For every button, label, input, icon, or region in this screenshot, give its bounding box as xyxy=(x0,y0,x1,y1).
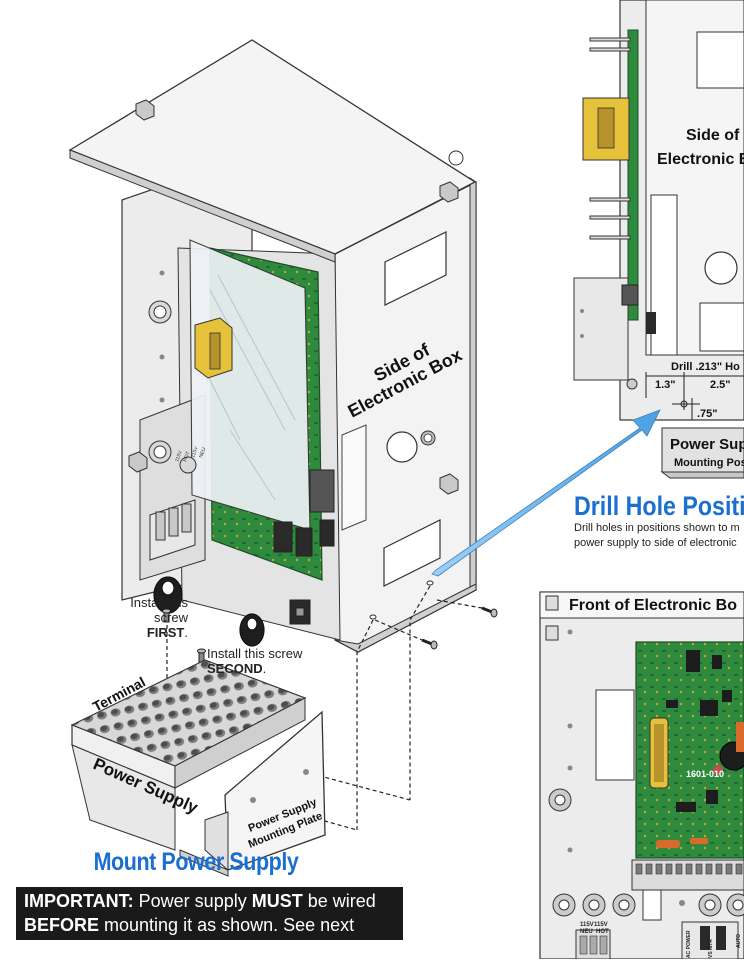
callout-arrow xyxy=(431,409,661,577)
front-label-neu: NEU xyxy=(580,929,593,935)
note-install-first: Install this screw FIRST. xyxy=(110,595,188,640)
front-label-115v-2: 115V xyxy=(594,922,608,928)
drill-hole-text: Drill .213" Ho xyxy=(671,361,740,373)
front-label-auto: AUTO xyxy=(736,934,742,948)
note-second-line1: Install this screw xyxy=(207,646,303,661)
detail-side-label-1: Side of xyxy=(686,127,740,144)
dim-1: 1.3" xyxy=(655,379,676,391)
drill-desc-line2: power supply to side of electronic xyxy=(574,537,737,549)
power-supply: Terminal Power Supply xyxy=(70,659,307,851)
important-label: IMPORTANT: xyxy=(24,891,134,911)
note-second-line2: SECOND. xyxy=(207,661,267,676)
dim-3: .75" xyxy=(697,408,718,420)
front-label-ac-power: AC POWER xyxy=(686,930,692,958)
note-install-second: Install this screw SECOND. xyxy=(207,646,327,676)
detail-ps-label-1: Power Sup xyxy=(670,436,744,453)
front-label-115v-1: 115V xyxy=(580,922,594,928)
switch-label-hot: HOT xyxy=(182,451,191,463)
drill-desc-line1: Drill holes in positions shown to m xyxy=(574,522,740,534)
front-box-title: Front of Electronic Bo xyxy=(569,597,737,614)
note-first-line1: Install this xyxy=(130,595,188,610)
front-box-view: 1601-010 115V xyxy=(539,591,744,959)
switch-label-115v-b: 115V xyxy=(190,445,200,458)
board-label: 1601-010 xyxy=(686,769,724,779)
electronic-box-assembly: 115V HOT 115V NEU Side of Electronic Box xyxy=(68,39,477,653)
mount-power-supply-title: Mount Power Supply xyxy=(93,848,299,876)
detail-ps-label-2: Mounting Pos xyxy=(674,457,744,469)
switch-label-neu: NEU xyxy=(198,446,207,458)
front-label-vs-mtr: VS MTR xyxy=(708,939,714,958)
screw-icon xyxy=(162,606,498,663)
note-first-line2: screw FIRST. xyxy=(146,610,188,640)
detail-side-label-2: Electronic B xyxy=(657,151,744,168)
drill-detail: Side of Electronic B Drill .213" Ho 1.3"… xyxy=(573,0,744,479)
mounting-plate: Power Supply Mounting Plate xyxy=(179,710,326,877)
switch-label-115v-a: 115V xyxy=(174,449,184,462)
drill-hole-positions-title: Drill Hole Positio xyxy=(574,491,744,521)
front-label-hot: HOT xyxy=(596,929,609,935)
important-notice: IMPORTANT: Power supply MUST be wired BE… xyxy=(16,887,403,959)
dim-2: 2.5" xyxy=(710,379,731,391)
